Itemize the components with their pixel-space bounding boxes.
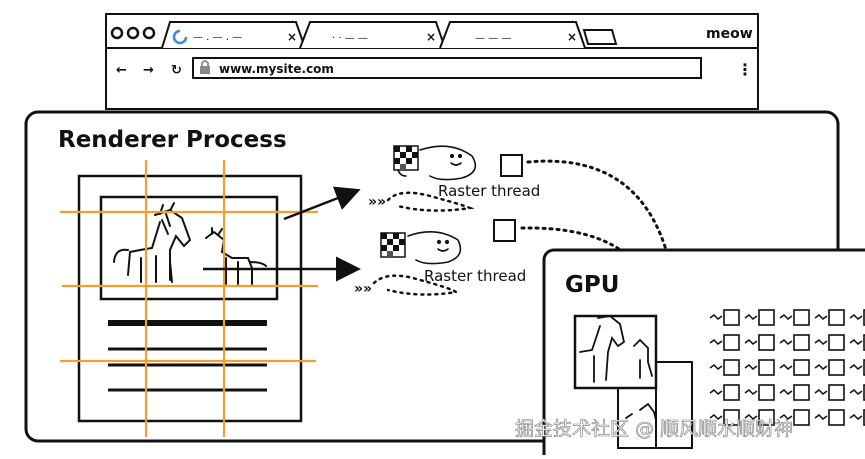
browser-brand: meow [706, 26, 753, 42]
worker-icon [744, 314, 758, 320]
gpu-tile [828, 334, 845, 351]
watermark: 掘金技术社区 @ 顺风顺水顺财神 [515, 418, 793, 440]
worker-icon [709, 414, 723, 420]
thread-dotted-path [386, 191, 475, 212]
worker-icon [849, 414, 863, 420]
tab-3-title: — — — [475, 33, 511, 44]
large-horse-illustration [113, 202, 192, 283]
worker-icon [849, 314, 863, 320]
tab-2-title: · · — — [332, 33, 368, 44]
gpu-tile [723, 359, 740, 376]
new-tab-button[interactable] [582, 29, 618, 45]
tab-3-close-icon[interactable]: × [567, 30, 577, 44]
tab-2[interactable]: · · — — × [299, 21, 446, 49]
gpu-tile [828, 309, 845, 326]
lock-icon [200, 60, 210, 74]
worker-icon [744, 414, 758, 420]
worker-icon [849, 389, 863, 395]
gpu-tile [758, 409, 775, 426]
worker-icon [814, 339, 828, 345]
raster-thread-2-label: Raster thread [424, 267, 526, 285]
browser-window: — . — . — × · · — — × — — — × meow ← → ↻… [105, 13, 759, 110]
url-text: www.mysite.com [219, 62, 334, 76]
tile-pixel-icon [393, 145, 419, 171]
thread-dotted-path [372, 274, 460, 296]
window-controls[interactable] [110, 26, 156, 40]
tab-2-close-icon[interactable]: × [426, 30, 436, 44]
small-horse-illustration [205, 227, 267, 285]
worker-face-icon [397, 145, 477, 181]
gpu-tile [793, 409, 810, 426]
gpu-tile [758, 359, 775, 376]
tab-1[interactable]: — . — . — × [161, 21, 306, 49]
address-bar[interactable]: www.mysite.com [192, 57, 702, 79]
thread-motion-icon: »» [368, 194, 386, 210]
worker-icon [814, 389, 828, 395]
worker-icon [779, 314, 793, 320]
gpu-tile [758, 334, 775, 351]
worker-icon [744, 389, 758, 395]
renderer-title: Renderer Process [58, 127, 287, 153]
raster-thread-1-label: Raster thread [438, 182, 540, 200]
worker-icon [779, 364, 793, 370]
back-icon[interactable]: ← [116, 63, 127, 78]
worker-icon [709, 364, 723, 370]
worker-icon [849, 364, 863, 370]
gpu-tile [793, 359, 810, 376]
reload-icon[interactable]: ↻ [171, 63, 182, 78]
worker-icon [779, 339, 793, 345]
gpu-frame-stack [573, 314, 693, 449]
tile-grid [60, 160, 318, 437]
gpu-tile [723, 384, 740, 401]
gpu-tile [723, 334, 740, 351]
gpu-tile [758, 384, 775, 401]
worker-face-icon [407, 231, 462, 265]
tab-1-title: — . — . — [193, 32, 242, 43]
gpu-tile [828, 409, 845, 426]
gpu-title: GPU [565, 272, 619, 298]
gpu-tile [828, 359, 845, 376]
gpu-tile [758, 309, 775, 326]
raster-thread-2: »» Raster thread [354, 219, 526, 297]
worker-icon [849, 339, 863, 345]
menu-icon[interactable]: ⋮ [737, 60, 753, 79]
tab-3[interactable]: — — — × [439, 21, 586, 49]
worker-icon [744, 364, 758, 370]
worker-icon [814, 364, 828, 370]
worker-icon [779, 389, 793, 395]
forward-icon[interactable]: → [143, 63, 154, 78]
gpu-tile [723, 409, 740, 426]
gpu-tile-grid [709, 309, 865, 426]
worker-icon [814, 314, 828, 320]
worker-icon [744, 339, 758, 345]
tile-pixel-icon [380, 232, 406, 258]
thread-motion-icon: »» [354, 281, 372, 297]
rastered-tile-2 [493, 219, 516, 242]
page-document [60, 160, 318, 437]
tab-1-close-icon[interactable]: × [287, 30, 297, 44]
gpu-tile [793, 309, 810, 326]
worker-icon [709, 339, 723, 345]
gpu-tile [793, 384, 810, 401]
tile-to-raster-arrow-1 [283, 186, 361, 221]
loading-spinner-icon [172, 29, 188, 45]
gpu-tile [793, 334, 810, 351]
gpu-panel: GPU [542, 248, 865, 459]
worker-icon [814, 414, 828, 420]
worker-icon [709, 314, 723, 320]
worker-icon [709, 389, 723, 395]
gpu-tile [723, 309, 740, 326]
rastered-tile-1 [500, 154, 523, 177]
gpu-tile [828, 384, 845, 401]
raster-thread-1: »» Raster thread [368, 145, 540, 212]
worker-icon [779, 414, 793, 420]
